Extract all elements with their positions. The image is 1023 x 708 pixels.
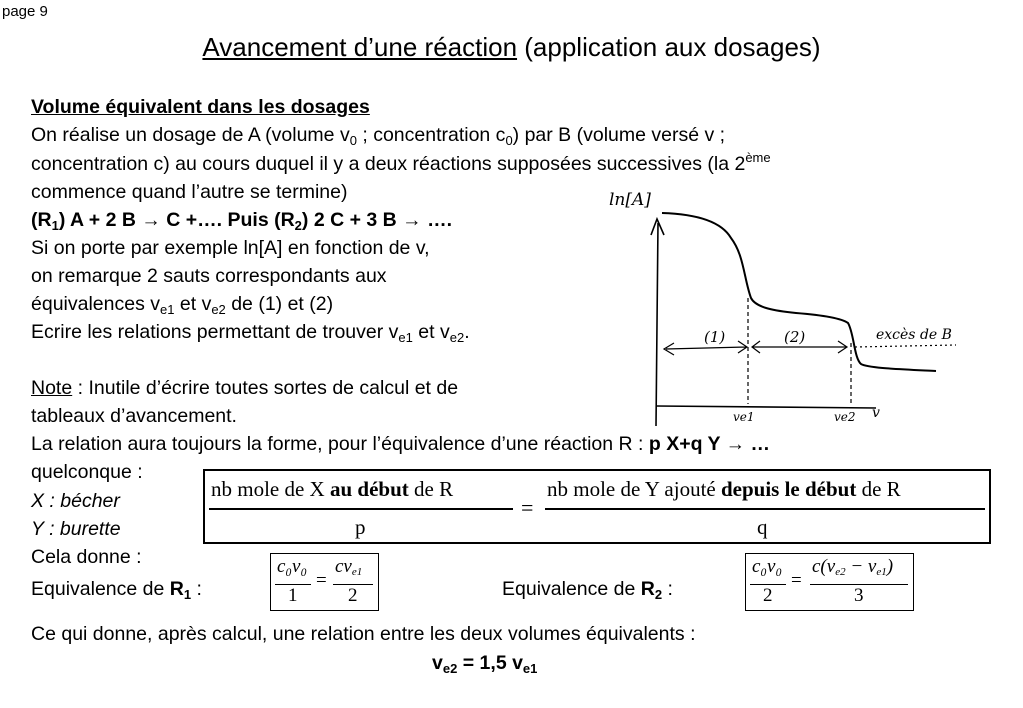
- equiv2-left-bar: [750, 584, 786, 586]
- graph-y-axis-label: ln[A]: [609, 190, 651, 210]
- equiv1-right-denominator: 2: [348, 585, 358, 606]
- graph-excess-arrow: [854, 344, 957, 348]
- body-line-plot: Si on porte par exemple ln[A] en fonctio…: [31, 237, 430, 259]
- title-subtitle: (application aux dosages): [517, 32, 821, 62]
- page-number: page 9: [2, 3, 48, 20]
- note-x-becher: X : bécher: [31, 490, 120, 512]
- graph-zone1-arrow: [662, 340, 749, 356]
- intro-line-1: On réalise un dosage de A (volume v0 ; c…: [31, 124, 726, 148]
- intro-line-3: commence quand l’autre se termine): [31, 181, 348, 203]
- equiv2-right-numerator: c(ve2 − ve1): [812, 556, 894, 578]
- titration-curve-sketch: ln[A] (1) (2) excès de B ve1 ve2 v: [609, 190, 957, 427]
- equivalence-r2-label: Equivalence de R2 :: [502, 578, 673, 602]
- note-cela-donne: Cela donne :: [31, 546, 142, 568]
- general-formula-right-denominator: q: [757, 515, 768, 539]
- graph-y-axis: [650, 216, 665, 427]
- equiv1-left-denominator: 1: [288, 585, 298, 606]
- conclusion-line: Ce qui donne, après calcul, une relation…: [31, 623, 696, 645]
- graph-zone2-label: (2): [784, 328, 805, 346]
- general-formula-left-denominator: p: [355, 515, 366, 539]
- note-line-2: tableaux d’avancement.: [31, 405, 237, 427]
- equiv1-right-numerator: cve1: [335, 556, 363, 578]
- general-formula-right-numerator: nb mole de Y ajouté depuis le début de R: [547, 477, 901, 501]
- graph-zone2-arrow: [751, 340, 849, 354]
- general-formula-equals: =: [521, 495, 534, 520]
- equiv1-equals: =: [316, 570, 327, 591]
- intro-line-2: concentration c) au cours duquel il y a …: [31, 150, 771, 175]
- reaction-equations: (R1) A + 2 B → C +…. Puis (R2) 2 C + 3 B…: [31, 209, 452, 233]
- equivalence-r1-formula: c₀v₀ 1 = cve1 2: [270, 553, 379, 611]
- graph-v-axis-label: v: [872, 405, 880, 421]
- equiv1-left-bar: [275, 584, 311, 586]
- body-line-equivalences: équivalences ve1 et ve2 de (1) et (2): [31, 293, 334, 317]
- note-line-1: Note : Inutile d’écrire toutes sortes de…: [31, 377, 459, 399]
- equiv1-right-bar: [333, 584, 373, 586]
- title-main: Avancement d’une réaction: [202, 32, 518, 62]
- equiv1-left-numerator: c₀v₀: [277, 556, 308, 577]
- general-formula-box: nb mole de X au début de R p = nb mole d…: [203, 469, 991, 544]
- equivalence-r1-label: Equivalence de R1 :: [31, 578, 202, 602]
- equiv2-left-denominator: 2: [763, 585, 773, 606]
- note-line-3: La relation aura toujours la forme, pour…: [31, 433, 771, 455]
- section-heading: Volume équivalent dans les dosages: [31, 96, 370, 118]
- equiv2-equals: =: [791, 570, 802, 591]
- general-formula-right-bar: [545, 508, 985, 510]
- graph-curve: [661, 212, 937, 372]
- graph-v-axis: [655, 405, 877, 409]
- graph-ve1-label: ve1: [733, 410, 755, 424]
- equiv2-right-denominator: 3: [854, 585, 864, 606]
- equivalence-r2-formula: c₀v₀ 2 = c(ve2 − ve1) 3: [745, 553, 914, 611]
- equiv2-left-numerator: c₀v₀: [752, 556, 783, 577]
- page-title: Avancement d’une réaction (application a…: [0, 32, 1023, 63]
- general-formula-left-numerator: nb mole de X au début de R: [211, 477, 454, 501]
- graph-ve2-label: ve2: [834, 410, 856, 424]
- note-line-4: quelconque :: [31, 461, 143, 483]
- general-formula-left-bar: [209, 508, 513, 510]
- body-line-jumps: on remarque 2 sauts correspondants aux: [31, 265, 387, 287]
- graph-zone1-label: (1): [704, 328, 725, 346]
- final-result: ve2 = 1,5 ve1: [432, 652, 538, 676]
- note-y-burette: Y : burette: [31, 518, 121, 540]
- equiv2-right-bar: [810, 584, 908, 586]
- body-line-task: Ecrire les relations permettant de trouv…: [31, 321, 470, 345]
- graph-excess-label: excès de B: [876, 327, 952, 343]
